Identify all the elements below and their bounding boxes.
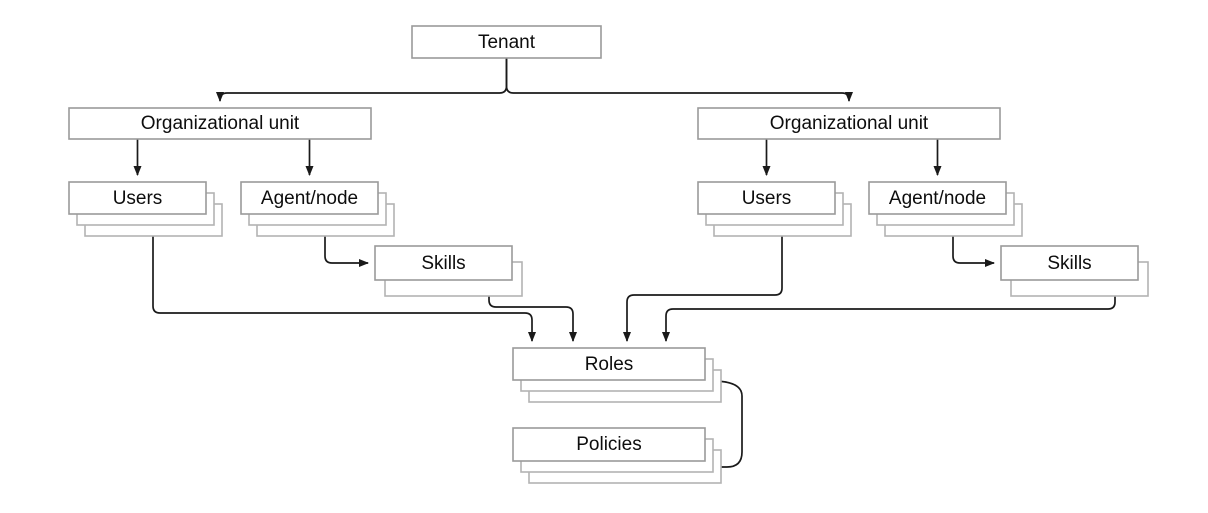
node-agent-right[interactable]: Agent/node xyxy=(868,181,1023,237)
edge-layer xyxy=(133,58,1116,472)
node-skills-right[interactable]: Skills xyxy=(1000,245,1149,297)
node-ou-right[interactable]: Organizational unit xyxy=(697,107,1001,140)
node-roles-box xyxy=(512,347,706,381)
edge-tenant-to-ou-right xyxy=(505,58,854,103)
node-skills-right-box xyxy=(1000,245,1139,281)
node-skills-left-box xyxy=(374,245,513,281)
node-agent-left[interactable]: Agent/node xyxy=(240,181,395,237)
edge-agent-right-to-skills-right xyxy=(952,236,996,268)
node-layer: Tenant Organizational unit Organizationa… xyxy=(68,25,1149,484)
node-skills-left[interactable]: Skills xyxy=(374,245,523,297)
node-users-left-box xyxy=(68,181,207,215)
edge-roles-to-policies xyxy=(710,380,743,472)
node-tenant[interactable]: Tenant xyxy=(411,25,602,59)
edge-skills-left-to-roles xyxy=(488,296,578,343)
node-ou-left[interactable]: Organizational unit xyxy=(68,107,372,140)
node-agent-left-box xyxy=(240,181,379,215)
edge-agent-left-to-skills-left xyxy=(324,236,370,268)
node-ou-left-box xyxy=(68,107,372,140)
node-ou-right-box xyxy=(697,107,1001,140)
edge-skills-right-to-roles xyxy=(661,296,1116,343)
edge-users-right-to-roles xyxy=(622,236,783,343)
node-users-left[interactable]: Users xyxy=(68,181,223,237)
node-roles[interactable]: Roles xyxy=(512,347,722,403)
node-tenant-box xyxy=(411,25,602,59)
node-policies[interactable]: Policies xyxy=(512,427,722,484)
node-agent-right-box xyxy=(868,181,1007,215)
edge-tenant-to-ou-left xyxy=(215,58,508,103)
node-users-right[interactable]: Users xyxy=(697,181,852,237)
edge-users-left-to-roles xyxy=(152,236,537,343)
node-users-right-box xyxy=(697,181,836,215)
node-policies-box xyxy=(512,427,706,462)
